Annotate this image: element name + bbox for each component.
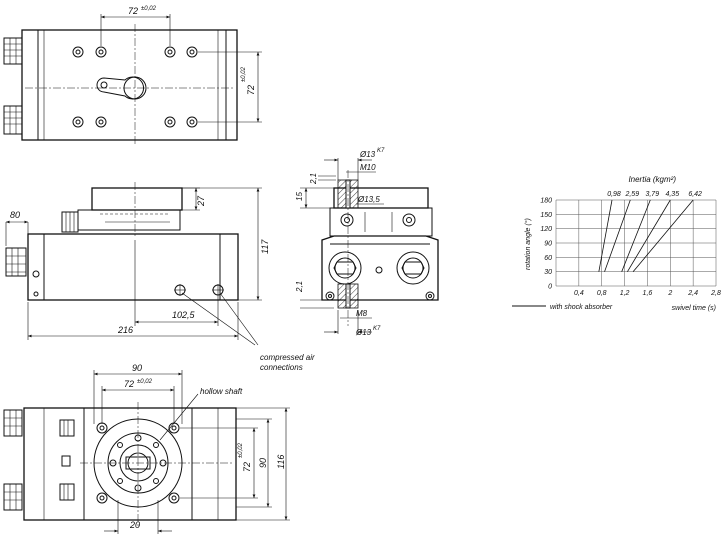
bottom-dim-72-v: 72 <box>242 462 252 472</box>
series-label: 3,79 <box>645 191 659 198</box>
series-label: 6,42 <box>688 191 702 198</box>
y-tick-label: 30 <box>544 269 552 276</box>
y-tick-label: 0 <box>548 284 552 291</box>
side-dim-2-1-bottom: 2,1 <box>295 281 304 293</box>
series-label: 0,98 <box>607 191 621 198</box>
series-label: 2,59 <box>624 191 639 198</box>
x-tick-label: 0,8 <box>597 290 607 297</box>
bottom-dim-90: 90 <box>132 363 142 373</box>
side-m10: M10 <box>360 163 376 172</box>
compressed-air-label-2: connections <box>260 363 303 372</box>
side-dia-13-tol: K7 <box>377 148 385 154</box>
x-tick-label: 1,2 <box>620 290 630 297</box>
bottom-dim-72-v-tol: ±0,02 <box>238 442 244 458</box>
front-dim-117: 117 <box>260 239 270 254</box>
y-tick-label: 60 <box>544 255 552 262</box>
top-view: 72 ±0,02 72 ±0,02 <box>3 6 262 146</box>
bottom-dim-116: 116 <box>276 455 286 469</box>
front-dim-27: 27 <box>196 195 206 207</box>
side-dia-13-bottom-tol: K7 <box>373 326 381 332</box>
side-view: Ø13 K7 M10 2,1 15 Ø13,5 2,1 M8 Ø13 K7 <box>295 148 439 337</box>
front-dim-80: 80 <box>10 210 20 220</box>
bottom-dim-72: 72 <box>124 379 134 389</box>
chart-legend-label: with shock absorber <box>550 304 613 311</box>
bottom-dim-90-v: 90 <box>258 458 268 468</box>
series-line <box>627 199 671 272</box>
x-tick-label: 1,6 <box>643 290 653 297</box>
series-line <box>632 199 694 272</box>
series-label: 4,35 <box>665 191 679 198</box>
top-dim-72-tol: ±0,02 <box>141 6 157 12</box>
series-line <box>598 199 613 272</box>
side-dia-13-bottom: Ø13 <box>355 328 372 337</box>
hollow-shaft-label: hollow shaft <box>200 387 243 396</box>
compressed-air-label-1: compressed air <box>260 353 315 362</box>
top-dim-72-v-tol: ±0,02 <box>241 66 247 82</box>
bottom-dim-72-tol: ±0,02 <box>137 379 153 385</box>
side-dia-13: Ø13 <box>359 150 376 159</box>
series-line <box>621 199 651 272</box>
chart-y-axis-label: rotation angle (°) <box>524 218 532 270</box>
inertia-chart: Inertia (kgm²) rotation angle (°) swivel… <box>512 175 721 312</box>
chart-x-axis-label: swivel time (s) <box>672 305 716 312</box>
front-dim-216: 216 <box>117 325 133 335</box>
x-tick-label: 2,4 <box>687 290 698 297</box>
side-m8: M8 <box>356 309 368 318</box>
y-tick-label: 150 <box>540 212 552 219</box>
x-tick-label: 2,8 <box>710 290 721 297</box>
front-view: 80 27 117 102,5 216 compressed air conne… <box>5 182 315 372</box>
x-tick-label: 0,4 <box>574 290 584 297</box>
swivel-lever <box>96 76 147 100</box>
bottom-dim-20: 20 <box>129 520 140 530</box>
top-dim-72-v: 72 <box>246 85 256 95</box>
bottom-view: 90 72 ±0,02 hollow shaft 72 ±0,02 90 116… <box>3 363 290 534</box>
chart-title: Inertia (kgm²) <box>628 175 676 184</box>
series-line <box>604 199 631 272</box>
y-tick-label: 180 <box>540 198 552 205</box>
air-fitting-bottom-left <box>3 105 23 135</box>
top-dim-72: 72 <box>128 6 138 16</box>
side-dim-15: 15 <box>295 192 304 201</box>
y-tick-label: 120 <box>540 226 552 233</box>
mounting-holes-top <box>72 46 198 128</box>
y-tick-label: 90 <box>544 241 552 248</box>
air-fitting-top-left <box>3 37 23 65</box>
side-dim-2-1-top: 2,1 <box>309 173 318 185</box>
front-dim-102-5: 102,5 <box>172 310 196 320</box>
x-tick-label: 2 <box>667 290 672 297</box>
side-dia-13-5: Ø13,5 <box>357 195 380 204</box>
